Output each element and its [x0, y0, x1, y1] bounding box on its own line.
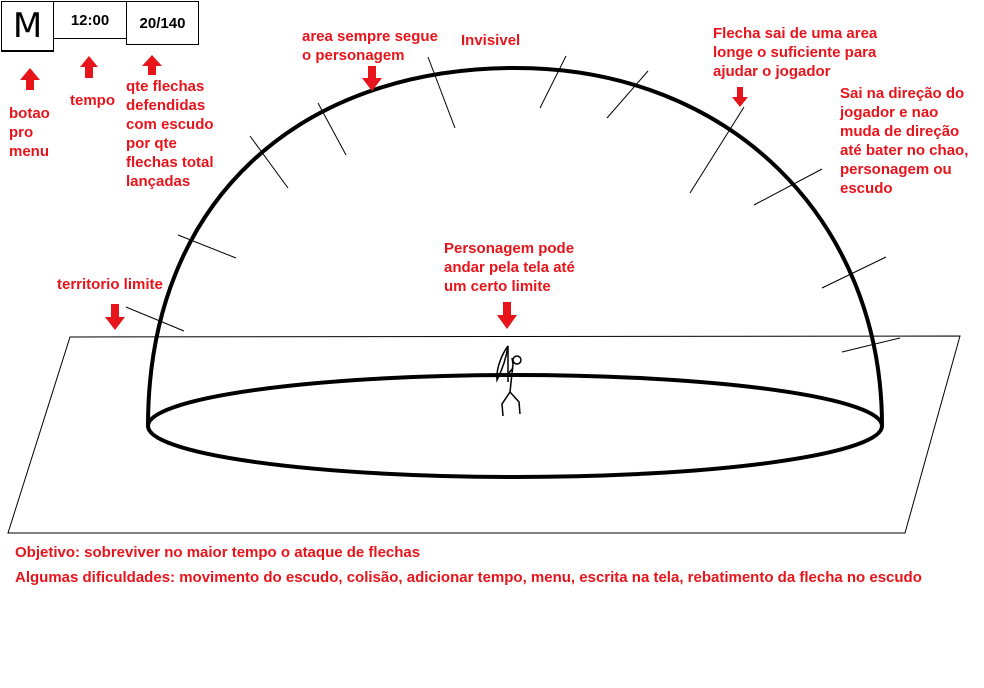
character-left-leg [501, 391, 511, 417]
time-display: 12:00 [53, 1, 127, 39]
spawn-tick [125, 306, 185, 332]
annotation-arrow-spawn: Flecha sai de uma area longe o suficient… [713, 25, 878, 80]
spawn-tick [821, 256, 887, 289]
player-character [496, 345, 522, 417]
spawn-tick [841, 337, 901, 353]
arrow-down-icon [497, 302, 517, 329]
spawn-tick [249, 135, 289, 189]
character-head [512, 355, 522, 365]
annotation-score: qte flechas defendidas com escudo por qt… [126, 78, 214, 190]
annotation-time: tempo [70, 92, 115, 109]
spawn-tick [606, 70, 649, 119]
arrow-up-icon [80, 56, 98, 78]
annotation-menu-button: botao pro menu [9, 105, 50, 160]
annotation-boundary: territorio limite [57, 276, 163, 293]
spawn-tick [753, 168, 823, 206]
spawn-tick [689, 106, 745, 194]
annotation-dome-follows: area sempre segue o personagem [302, 28, 438, 64]
spawn-tick [427, 56, 456, 129]
arrow-up-icon [20, 68, 40, 90]
difficulties-text: Algumas dificuldades: movimento do escud… [15, 569, 922, 586]
spawn-tick [539, 55, 567, 109]
character-arm [507, 367, 514, 375]
score-display: 20/140 [126, 1, 199, 45]
ground-plane [7, 335, 961, 534]
arrow-down-icon [362, 66, 382, 91]
arrow-down-icon [105, 304, 125, 330]
spawn-tick [317, 102, 347, 156]
character-neck [511, 357, 514, 365]
menu-button[interactable]: M [1, 1, 54, 52]
character-right-leg [509, 391, 521, 415]
spawn-tick [177, 234, 237, 259]
objective-text: Objetivo: sobreviver no maior tempo o at… [15, 544, 421, 561]
annotation-invisible: Invisivel [461, 32, 521, 49]
annotation-character-movement: Personagem pode andar pela tela até um c… [444, 240, 575, 295]
arrow-spawn-ticks [125, 55, 901, 353]
dome-outline [146, 65, 884, 427]
arrow-up-icon [142, 55, 162, 75]
annotation-arrow-direction: Sai na direção do jogador e nao muda de … [840, 85, 969, 197]
shield-icon [496, 345, 509, 383]
annotation-arrows [20, 55, 748, 330]
arrow-down-icon [732, 87, 748, 107]
dome-base-ellipse [146, 373, 884, 479]
